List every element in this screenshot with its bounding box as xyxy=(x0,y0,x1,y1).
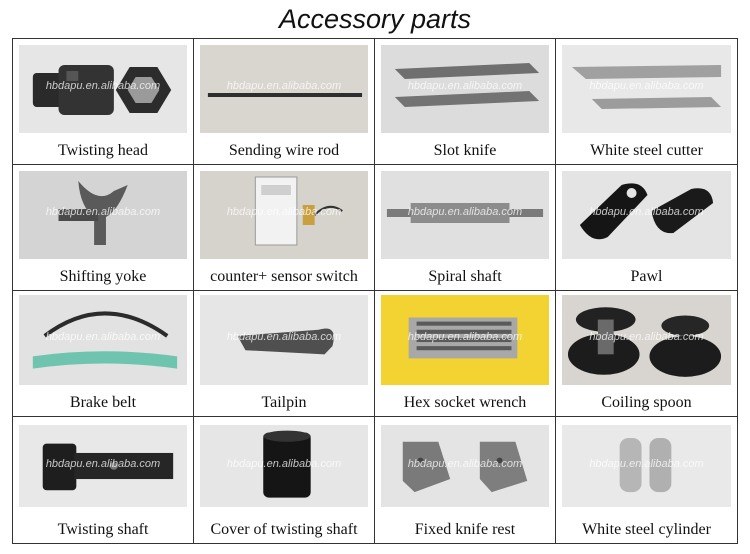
part-label: Tailpin xyxy=(261,394,307,411)
part-cell-counter-sensor-switch: hbdapu.en.alibaba.com counter+ sensor sw… xyxy=(194,165,375,291)
hex-socket-wrench-photo: hbdapu.en.alibaba.com xyxy=(381,295,549,385)
part-cell-sending-wire-rod: hbdapu.en.alibaba.com Sending wire rod xyxy=(194,39,375,165)
part-cell-pawl: hbdapu.en.alibaba.com Pawl xyxy=(556,165,738,291)
part-label: White steel cylinder xyxy=(582,521,711,538)
part-cell-coiling-spoon: hbdapu.en.alibaba.com Coiling spoon xyxy=(556,291,738,417)
part-cell-fixed-knife-rest: hbdapu.en.alibaba.com Fixed knife rest xyxy=(375,417,556,544)
part-label: White steel cutter xyxy=(590,142,703,159)
part-cell-shifting-yoke: hbdapu.en.alibaba.com Shifting yoke xyxy=(13,165,194,291)
part-cell-tailpin: hbdapu.en.alibaba.com Tailpin xyxy=(194,291,375,417)
part-cell-twisting-head: hbdapu.en.alibaba.com Twisting head xyxy=(13,39,194,165)
part-label: Cover of twisting shaft xyxy=(210,521,358,538)
twisting-shaft-photo: hbdapu.en.alibaba.com xyxy=(19,425,187,507)
page-title: Accessory parts xyxy=(278,4,472,34)
part-cell-slot-knife: hbdapu.en.alibaba.com Slot knife xyxy=(375,39,556,165)
part-label: Slot knife xyxy=(433,142,497,159)
part-cell-twisting-shaft: hbdapu.en.alibaba.com Twisting shaft xyxy=(13,417,194,544)
cover-of-twisting-shaft-photo: hbdapu.en.alibaba.com xyxy=(200,425,368,507)
part-cell-spiral-shaft: hbdapu.en.alibaba.com Spiral shaft xyxy=(375,165,556,291)
parts-grid: hbdapu.en.alibaba.com Twisting head hbda… xyxy=(12,38,738,544)
part-label: Twisting shaft xyxy=(57,521,149,538)
part-label: Twisting head xyxy=(58,142,148,159)
part-label: counter+ sensor switch xyxy=(210,268,358,285)
pawl-photo: hbdapu.en.alibaba.com xyxy=(562,171,731,259)
twisting-head-photo: hbdapu.en.alibaba.com xyxy=(19,45,187,133)
part-label: Pawl xyxy=(630,268,663,285)
part-label: Fixed knife rest xyxy=(414,521,516,538)
part-cell-brake-belt: hbdapu.en.alibaba.com Brake belt xyxy=(13,291,194,417)
part-label: Coiling spoon xyxy=(601,394,692,411)
part-cell-white-steel-cutter: hbdapu.en.alibaba.com White steel cutter xyxy=(556,39,738,165)
shifting-yoke-photo: hbdapu.en.alibaba.com xyxy=(19,171,187,259)
sending-wire-rod-photo: hbdapu.en.alibaba.com xyxy=(200,45,368,133)
part-label: Hex socket wrench xyxy=(403,394,527,411)
tailpin-photo: hbdapu.en.alibaba.com xyxy=(200,295,368,385)
counter-sensor-switch-photo: hbdapu.en.alibaba.com xyxy=(200,171,368,259)
part-label: Spiral shaft xyxy=(428,268,502,285)
part-label: Sending wire rod xyxy=(228,142,340,159)
coiling-spoon-photo: hbdapu.en.alibaba.com xyxy=(562,295,731,385)
fixed-knife-rest-photo: hbdapu.en.alibaba.com xyxy=(381,425,549,507)
part-cell-white-steel-cylinder: hbdapu.en.alibaba.com White steel cylind… xyxy=(556,417,738,544)
part-cell-cover-of-twisting-shaft: hbdapu.en.alibaba.com Cover of twisting … xyxy=(194,417,375,544)
part-label: Shifting yoke xyxy=(59,268,147,285)
part-cell-hex-socket-wrench: hbdapu.en.alibaba.com Hex socket wrench xyxy=(375,291,556,417)
slot-knife-photo: hbdapu.en.alibaba.com xyxy=(381,45,549,133)
spiral-shaft-photo: hbdapu.en.alibaba.com xyxy=(381,171,549,259)
part-label: Brake belt xyxy=(69,394,137,411)
white-steel-cutter-photo: hbdapu.en.alibaba.com xyxy=(562,45,731,133)
white-steel-cylinder-photo: hbdapu.en.alibaba.com xyxy=(562,425,731,507)
brake-belt-photo: hbdapu.en.alibaba.com xyxy=(19,295,187,385)
